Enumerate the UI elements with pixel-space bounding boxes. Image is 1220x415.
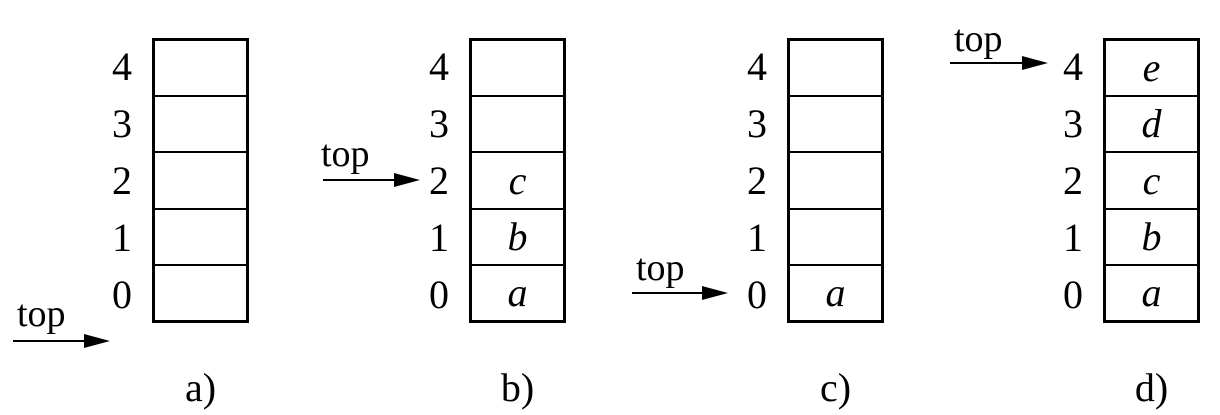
- arrow-line: [323, 178, 394, 182]
- stack-cell: [790, 153, 881, 210]
- arrow-line: [13, 339, 84, 343]
- index-label: 1: [747, 215, 767, 260]
- index-label: 3: [1063, 101, 1083, 146]
- top-pointer-arrow: [13, 333, 110, 349]
- index-label: 3: [429, 101, 449, 146]
- stack-cell: c: [472, 153, 563, 210]
- stack-cell: e: [1106, 41, 1197, 98]
- stack-cell: a: [1141, 269, 1162, 315]
- index-label: 4: [747, 44, 767, 89]
- index-label: 1: [112, 215, 132, 260]
- index-label: 4: [112, 44, 132, 89]
- top-pointer-label: top: [954, 18, 1003, 60]
- arrow-line: [632, 291, 702, 295]
- top-pointer-arrow: [323, 172, 420, 188]
- stack-cell: a: [507, 269, 528, 315]
- stack-cell: [472, 41, 563, 98]
- index-label: 4: [429, 44, 449, 89]
- stack-cell: [472, 97, 563, 154]
- stack-cell: [790, 97, 881, 154]
- stack-cell: a: [825, 269, 846, 315]
- stack-box: c b a: [469, 38, 566, 323]
- stack-cell: [155, 41, 246, 98]
- stack-box: [152, 38, 249, 323]
- stack-cell: b: [1106, 210, 1197, 266]
- figure-caption: d): [1134, 365, 1169, 410]
- index-label: 0: [747, 272, 767, 317]
- figure-caption: a): [184, 365, 217, 410]
- index-label: 4: [1063, 44, 1083, 89]
- index-label: 3: [747, 101, 767, 146]
- index-labels: 4 3 2 1 0: [405, 38, 449, 323]
- arrowhead-icon: [702, 286, 728, 300]
- top-pointer-label: top: [17, 293, 66, 335]
- arrowhead-icon: [1022, 56, 1048, 70]
- stack-cell: c: [1106, 153, 1197, 210]
- arrow-line: [950, 61, 1022, 65]
- index-label: 2: [1063, 158, 1083, 203]
- index-label: 1: [429, 215, 449, 260]
- index-label: 0: [112, 272, 132, 317]
- index-label: 3: [112, 101, 132, 146]
- index-label: 2: [747, 158, 767, 203]
- index-labels: 4 3 2 1 0: [723, 38, 767, 323]
- stack-cell: [155, 210, 246, 266]
- index-labels: 4 3 2 1 0: [1039, 38, 1083, 323]
- index-label: 1: [1063, 215, 1083, 260]
- top-pointer-arrow: [632, 285, 728, 301]
- stack-cell: [790, 210, 881, 266]
- stack-cell: [155, 97, 246, 154]
- arrowhead-icon: [84, 334, 110, 348]
- index-label: 2: [112, 158, 132, 203]
- index-label: 0: [429, 272, 449, 317]
- index-label: 2: [429, 158, 449, 203]
- top-pointer-arrow: [950, 55, 1048, 71]
- figure-caption: c): [819, 365, 852, 410]
- top-pointer-label: top: [636, 247, 685, 289]
- index-labels: 4 3 2 1 0: [88, 38, 132, 323]
- stack-cell: [155, 266, 246, 320]
- stack-box: e d c b a: [1103, 38, 1200, 323]
- stack-cell: d: [1106, 97, 1197, 154]
- index-label: 0: [1063, 272, 1083, 317]
- figure-caption: b): [500, 365, 535, 410]
- stack-cell: b: [472, 210, 563, 266]
- stack-cell: [790, 41, 881, 98]
- stack-box: a: [787, 38, 884, 323]
- arrowhead-icon: [394, 173, 420, 187]
- stack-cell: [155, 153, 246, 210]
- top-pointer-label: top: [321, 133, 370, 175]
